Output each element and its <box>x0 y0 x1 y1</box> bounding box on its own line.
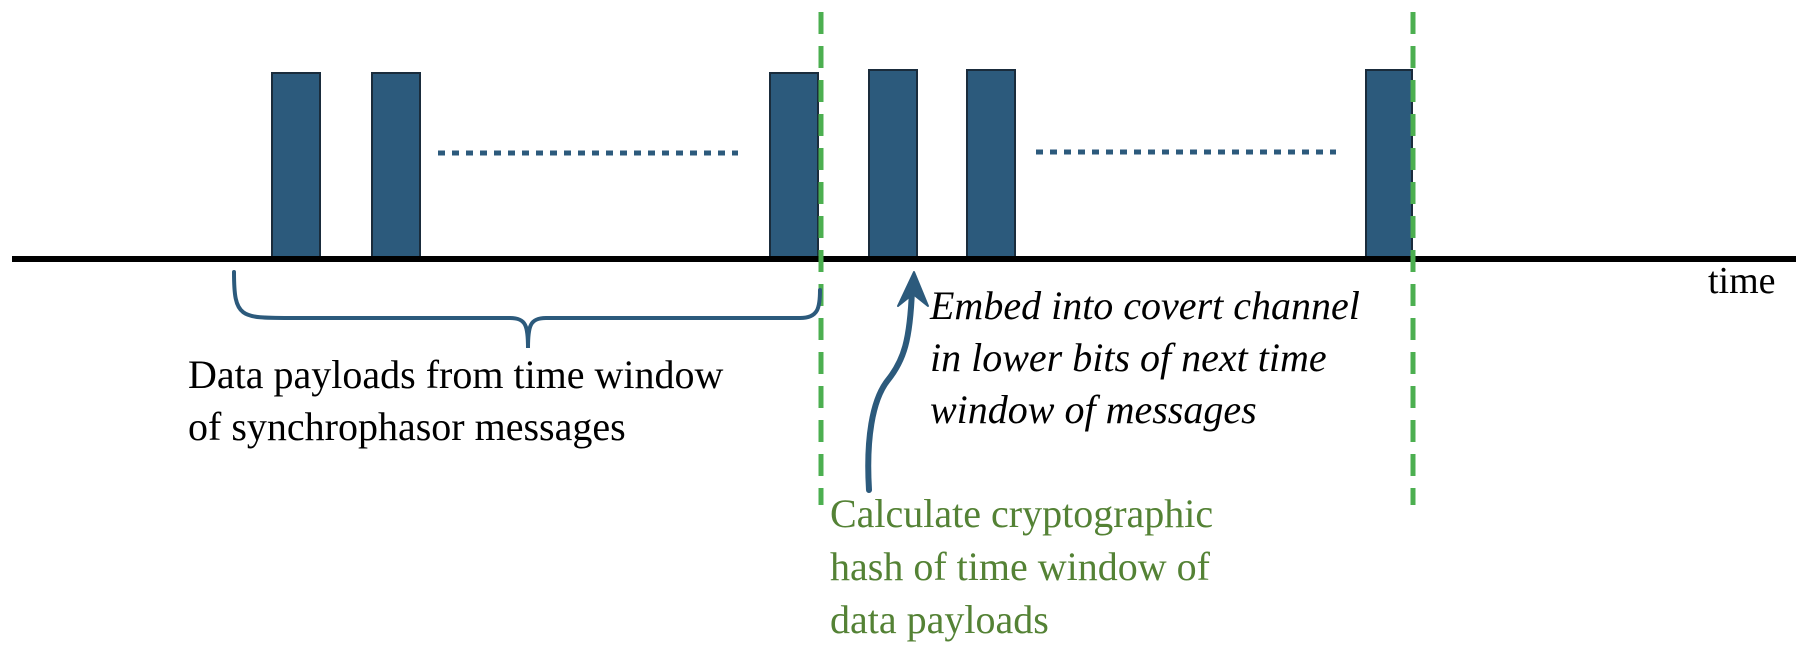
hash-note: Calculate cryptographic hash of time win… <box>830 487 1213 646</box>
message-block <box>769 72 819 260</box>
note-line: hash of time window of <box>830 544 1210 589</box>
time-axis-label: time <box>1708 260 1776 302</box>
embed-note: Embed into covert channel in lower bits … <box>930 280 1360 436</box>
note-line: Calculate cryptographic <box>830 491 1214 536</box>
message-block <box>371 72 421 260</box>
embed-arrow <box>865 287 915 493</box>
message-block <box>868 69 918 260</box>
message-block <box>966 69 1016 260</box>
note-line: in lower bits of next time <box>930 335 1327 380</box>
payload-window-note: Data payloads from time window of synchr… <box>188 349 723 453</box>
note-line: window of messages <box>930 387 1257 432</box>
window-brace <box>232 270 822 349</box>
note-line: Embed into covert channel <box>930 283 1360 328</box>
message-block <box>271 72 321 260</box>
note-line: of synchrophasor messages <box>188 404 626 449</box>
note-line: Data payloads from time window <box>188 352 724 397</box>
arrowhead-icon <box>897 271 929 307</box>
message-block <box>1365 69 1413 260</box>
note-line: data payloads <box>830 597 1049 642</box>
